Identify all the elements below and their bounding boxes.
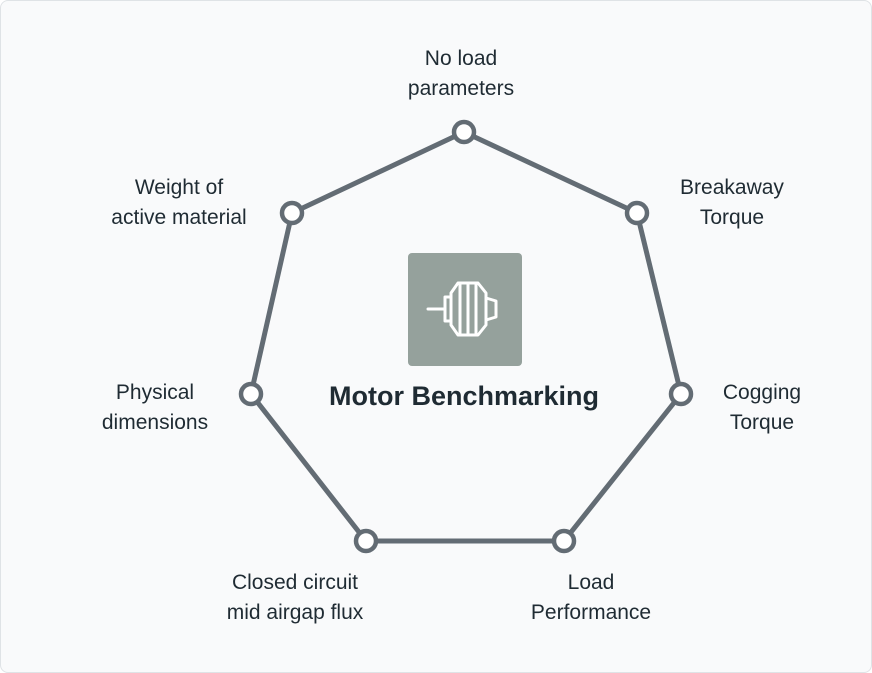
diagram-title: Motor Benchmarking bbox=[328, 381, 600, 411]
node-label-line: No load bbox=[424, 47, 498, 70]
node-label-physical: Physical dimensions bbox=[102, 378, 208, 438]
node-label-closed-circuit: Closed circuit mid airgap flux bbox=[227, 568, 364, 628]
heptagon-outline bbox=[248, 129, 684, 544]
node-label-breakaway: Breakaway Torque bbox=[680, 173, 784, 233]
node-marker-closed-circuit bbox=[353, 528, 379, 554]
node-marker-weight bbox=[279, 200, 305, 226]
node-label-line: Torque bbox=[729, 411, 795, 434]
motor-glyph bbox=[426, 281, 498, 337]
node-label-weight: Weight of active material bbox=[111, 173, 246, 233]
node-label-line: Torque bbox=[699, 206, 765, 229]
node-label-line: Load bbox=[567, 571, 615, 594]
node-label-load: Load Performance bbox=[531, 568, 651, 628]
node-label-line: active material bbox=[111, 206, 247, 229]
node-label-line: Weight of bbox=[134, 176, 224, 199]
node-label-line: dimensions bbox=[101, 411, 209, 434]
node-label-no-load: No load parameters bbox=[408, 44, 514, 104]
node-label-line: mid airgap flux bbox=[226, 601, 364, 624]
node-marker-no-load bbox=[451, 119, 477, 145]
node-label-line: parameters bbox=[407, 77, 515, 100]
node-marker-cogging bbox=[668, 381, 694, 407]
node-label-line: Physical bbox=[115, 381, 195, 404]
node-marker-breakaway bbox=[624, 200, 650, 226]
node-label-cogging: Cogging Torque bbox=[723, 378, 801, 438]
node-label-line: Breakaway bbox=[680, 176, 784, 199]
node-label-line: Performance bbox=[530, 601, 652, 624]
node-label-line: Cogging bbox=[722, 381, 802, 404]
node-label-line: Closed circuit bbox=[231, 571, 359, 594]
node-marker-physical bbox=[238, 381, 264, 407]
electric-motor-icon bbox=[408, 253, 522, 366]
node-marker-load bbox=[551, 528, 577, 554]
